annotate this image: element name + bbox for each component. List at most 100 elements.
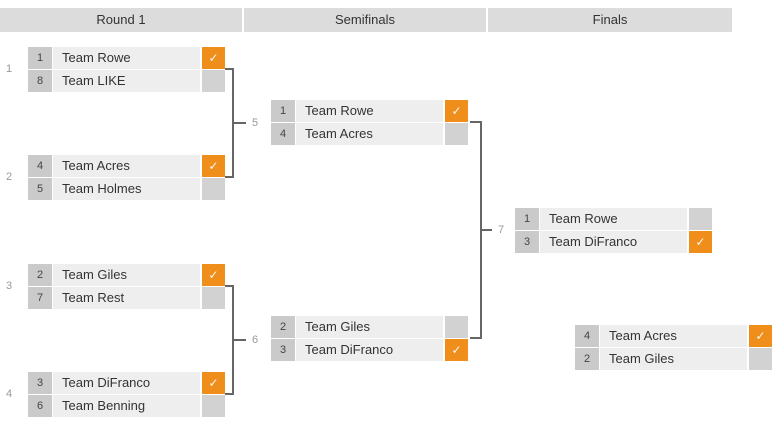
winner-checkbox[interactable]: ✓: [445, 339, 468, 361]
match-4: 3 Team DiFranco ✓ 6 Team Benning ✓: [28, 372, 225, 418]
match-5: 1 Team Rowe ✓ 4 Team Acres ✓: [271, 100, 468, 146]
team-row[interactable]: 8 Team LIKE ✓: [28, 70, 225, 92]
check-icon: ✓: [451, 343, 462, 357]
check-icon: ✓: [208, 51, 219, 65]
team-name: Team LIKE: [53, 70, 200, 92]
bracket-connector: [225, 176, 234, 178]
team-name: Team Acres: [296, 123, 443, 145]
seed-number: 3: [28, 372, 52, 394]
winner-checkbox[interactable]: ✓: [689, 208, 712, 230]
seed-number: 5: [28, 178, 52, 200]
seed-number: 4: [575, 325, 599, 347]
winner-checkbox[interactable]: ✓: [202, 178, 225, 200]
match-number: 7: [497, 224, 505, 236]
team-row[interactable]: 2 Team Giles ✓: [575, 348, 772, 370]
bracket-connector: [480, 121, 482, 339]
bracket-connector: [470, 121, 480, 123]
winner-checkbox[interactable]: ✓: [202, 372, 225, 394]
team-name: Team Rowe: [540, 208, 687, 230]
winner-checkbox[interactable]: ✓: [445, 316, 468, 338]
winner-checkbox[interactable]: ✓: [202, 47, 225, 69]
seed-number: 6: [28, 395, 52, 417]
team-name: Team Rest: [53, 287, 200, 309]
seed-number: 4: [271, 123, 295, 145]
team-row[interactable]: 2 Team Giles ✓: [28, 264, 225, 286]
bracket-connector: [234, 339, 246, 341]
seed-number: 4: [28, 155, 52, 177]
seed-number: 1: [28, 47, 52, 69]
team-row[interactable]: 3 Team DiFranco ✓: [271, 339, 468, 361]
bracket-connector: [225, 393, 234, 395]
team-name: Team Rowe: [296, 100, 443, 122]
round-header-round1: Round 1: [0, 8, 242, 32]
team-name: Team Giles: [53, 264, 200, 286]
team-row[interactable]: 1 Team Rowe ✓: [28, 47, 225, 69]
check-icon: ✓: [208, 376, 219, 390]
team-row[interactable]: 7 Team Rest ✓: [28, 287, 225, 309]
winner-checkbox[interactable]: ✓: [445, 100, 468, 122]
winner-checkbox[interactable]: ✓: [749, 325, 772, 347]
seed-number: 2: [575, 348, 599, 370]
winner-checkbox[interactable]: ✓: [202, 155, 225, 177]
check-icon: ✓: [451, 104, 462, 118]
team-name: Team Benning: [53, 395, 200, 417]
check-icon: ✓: [208, 159, 219, 173]
bracket-connector: [232, 68, 234, 178]
match-6: 2 Team Giles ✓ 3 Team DiFranco ✓: [271, 316, 468, 362]
seed-number: 3: [271, 339, 295, 361]
team-name: Team DiFranco: [540, 231, 687, 253]
bracket-connector: [225, 285, 234, 287]
team-row[interactable]: 6 Team Benning ✓: [28, 395, 225, 417]
team-name: Team Giles: [296, 316, 443, 338]
bracket-connector: [234, 122, 246, 124]
team-name: Team Giles: [600, 348, 747, 370]
match-1: 1 Team Rowe ✓ 8 Team LIKE ✓: [28, 47, 225, 93]
team-row[interactable]: 1 Team Rowe ✓: [271, 100, 468, 122]
match-3: 2 Team Giles ✓ 7 Team Rest ✓: [28, 264, 225, 310]
seed-number: 1: [515, 208, 539, 230]
team-name: Team Acres: [600, 325, 747, 347]
team-name: Team Rowe: [53, 47, 200, 69]
bracket-connector: [232, 285, 234, 395]
match-2: 4 Team Acres ✓ 5 Team Holmes ✓: [28, 155, 225, 201]
team-row[interactable]: 5 Team Holmes ✓: [28, 178, 225, 200]
match-number: 6: [251, 334, 259, 346]
team-row[interactable]: 2 Team Giles ✓: [271, 316, 468, 338]
seed-number: 3: [515, 231, 539, 253]
winner-checkbox[interactable]: ✓: [202, 395, 225, 417]
round-header-finals: Finals: [488, 8, 732, 32]
winner-checkbox[interactable]: ✓: [202, 70, 225, 92]
match-number: 4: [5, 388, 13, 400]
seed-number: 2: [28, 264, 52, 286]
winner-checkbox[interactable]: ✓: [689, 231, 712, 253]
check-icon: ✓: [695, 235, 706, 249]
team-name: Team DiFranco: [296, 339, 443, 361]
bracket-connector: [225, 68, 234, 70]
match-number: 1: [5, 63, 13, 75]
winner-checkbox[interactable]: ✓: [445, 123, 468, 145]
bracket-connector: [482, 229, 492, 231]
seed-number: 7: [28, 287, 52, 309]
team-name: Team Holmes: [53, 178, 200, 200]
winner-checkbox[interactable]: ✓: [202, 264, 225, 286]
match-consolation: 4 Team Acres ✓ 2 Team Giles ✓: [575, 325, 772, 371]
team-row[interactable]: 1 Team Rowe ✓: [515, 208, 712, 230]
team-name: Team DiFranco: [53, 372, 200, 394]
round-header-semifinals: Semifinals: [244, 8, 486, 32]
bracket-connector: [470, 337, 480, 339]
team-row[interactable]: 4 Team Acres ✓: [271, 123, 468, 145]
winner-checkbox[interactable]: ✓: [749, 348, 772, 370]
check-icon: ✓: [755, 329, 766, 343]
team-name: Team Acres: [53, 155, 200, 177]
team-row[interactable]: 4 Team Acres ✓: [575, 325, 772, 347]
seed-number: 2: [271, 316, 295, 338]
winner-checkbox[interactable]: ✓: [202, 287, 225, 309]
team-row[interactable]: 3 Team DiFranco ✓: [28, 372, 225, 394]
team-row[interactable]: 3 Team DiFranco ✓: [515, 231, 712, 253]
check-icon: ✓: [208, 268, 219, 282]
seed-number: 8: [28, 70, 52, 92]
match-number: 3: [5, 280, 13, 292]
match-number: 5: [251, 117, 259, 129]
team-row[interactable]: 4 Team Acres ✓: [28, 155, 225, 177]
